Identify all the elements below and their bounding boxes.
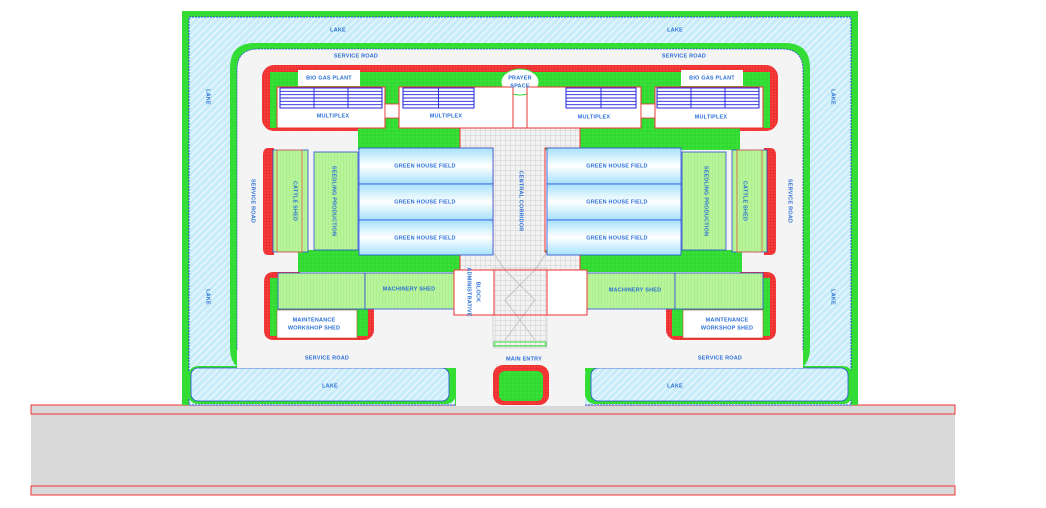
- multiplex-1: [276, 86, 386, 129]
- label-service-road-right: SERVICE ROAD: [787, 179, 793, 223]
- label-lake-top-left: LAKE: [330, 27, 346, 33]
- maintenance-workshop-right: [682, 309, 764, 339]
- label-prayer-line2: SPACE: [510, 83, 530, 89]
- entry-plaza: [492, 267, 548, 349]
- maintenance-workshop-left: [276, 309, 358, 339]
- label-seedling-right: SEEDLING PRODUCTION: [703, 166, 709, 236]
- label-cattle-shed-right: CATTLE SHED: [742, 181, 748, 221]
- label-seedling-left: SEEDLING PRODUCTION: [331, 166, 337, 236]
- main-road-edge-bottom: [30, 485, 956, 496]
- label-greenhouse-right-2: GREEN HOUSE FIELD: [586, 199, 647, 205]
- administrative-block: [453, 269, 495, 316]
- label-service-road-top-right: SERVICE ROAD: [662, 53, 706, 59]
- label-lake-right-bottom: LAKE: [830, 289, 836, 305]
- label-machinery-right: MACHINERY SHED: [609, 287, 662, 293]
- cattle-shed-right-inner: [736, 149, 763, 253]
- label-prayer-line1: PRAYER: [508, 75, 532, 81]
- multiplex-4: [654, 86, 764, 129]
- label-bio-gas-right: BIO GAS PLANT: [689, 75, 735, 81]
- entry-gate: [493, 341, 547, 347]
- label-lake-right-top: LAKE: [830, 89, 836, 105]
- label-machinery-left: MACHINERY SHED: [383, 286, 436, 292]
- main-road: [30, 404, 956, 496]
- service-road-bottom: [237, 350, 803, 368]
- bio-gas-plant-left: [298, 70, 360, 86]
- cattle-shed-right: [731, 149, 768, 253]
- label-greenhouse-left-2: GREEN HOUSE FIELD: [394, 199, 455, 205]
- label-lake-bottom-left: LAKE: [322, 383, 338, 389]
- prayer-connector: [512, 91, 528, 129]
- greenhouse-left-3: [358, 219, 494, 256]
- greenhouse-right-1: [546, 147, 682, 185]
- label-lake-bottom-right: LAKE: [667, 383, 683, 389]
- entry-island-green: [499, 371, 543, 401]
- machinery-shed-left: [364, 272, 455, 310]
- label-greenhouse-right-3: GREEN HOUSE FIELD: [586, 235, 647, 241]
- label-admin-line1: ADMINISTRATIVE: [466, 267, 472, 316]
- bottom-right-lake: [590, 367, 849, 402]
- bottom-left-lake: [190, 367, 450, 402]
- label-bio-gas-left: BIO GAS PLANT: [306, 75, 352, 81]
- label-central-corridor: CENTRAL CORRIDOR: [518, 171, 524, 232]
- greenhouse-left-2: [358, 183, 494, 221]
- label-main-entry: MAIN ENTRY: [506, 356, 542, 362]
- label-workshop-right-line2: WORKSHOP SHED: [701, 325, 753, 331]
- bio-gas-plant-right: [681, 70, 743, 86]
- seedling-production-left: [313, 151, 359, 251]
- label-service-road-left: SERVICE ROAD: [250, 179, 256, 223]
- label-service-road-bottom-right: SERVICE ROAD: [698, 355, 742, 361]
- label-greenhouse-right-1: GREEN HOUSE FIELD: [586, 163, 647, 169]
- label-cattle-shed-left: CATTLE SHED: [292, 181, 298, 221]
- label-lake-left-bottom: LAKE: [205, 289, 211, 305]
- label-service-road-bottom-left: SERVICE ROAD: [305, 355, 349, 361]
- left-side-buffer: [263, 148, 274, 255]
- cattle-shed-left-inner: [276, 149, 303, 253]
- label-workshop-right-line1: MAINTENANCE: [706, 317, 749, 323]
- machinery-annex-left: [277, 272, 366, 310]
- label-lake-top-right: LAKE: [667, 27, 683, 33]
- label-service-road-top-left: SERVICE ROAD: [334, 53, 378, 59]
- label-lake-left-top: LAKE: [205, 89, 211, 105]
- entry-cross-bracing: [492, 251, 548, 341]
- label-greenhouse-left-1: GREEN HOUSE FIELD: [394, 163, 455, 169]
- multiplex-3: [526, 86, 642, 129]
- cattle-shed-left: [272, 149, 309, 253]
- label-greenhouse-left-3: GREEN HOUSE FIELD: [394, 235, 455, 241]
- admin-block-right-wing: [546, 269, 588, 316]
- multiplex-2: [398, 86, 514, 129]
- label-workshop-left-line1: MAINTENANCE: [293, 317, 336, 323]
- label-multiplex-2: MULTIPLEX: [430, 113, 463, 119]
- machinery-annex-right: [674, 272, 764, 310]
- label-multiplex-1: MULTIPLEX: [317, 113, 350, 119]
- seedling-production-right: [681, 151, 727, 251]
- greenhouse-right-3: [546, 219, 682, 256]
- solar-panel-lines: [280, 88, 759, 108]
- label-multiplex-4: MULTIPLEX: [695, 114, 728, 120]
- label-workshop-left-line2: WORKSHOP SHED: [288, 325, 340, 331]
- main-road-edge-top: [30, 404, 956, 415]
- label-multiplex-3: MULTIPLEX: [578, 114, 611, 120]
- label-admin-line2: BLOCK: [475, 282, 481, 303]
- machinery-shed-right: [586, 272, 676, 310]
